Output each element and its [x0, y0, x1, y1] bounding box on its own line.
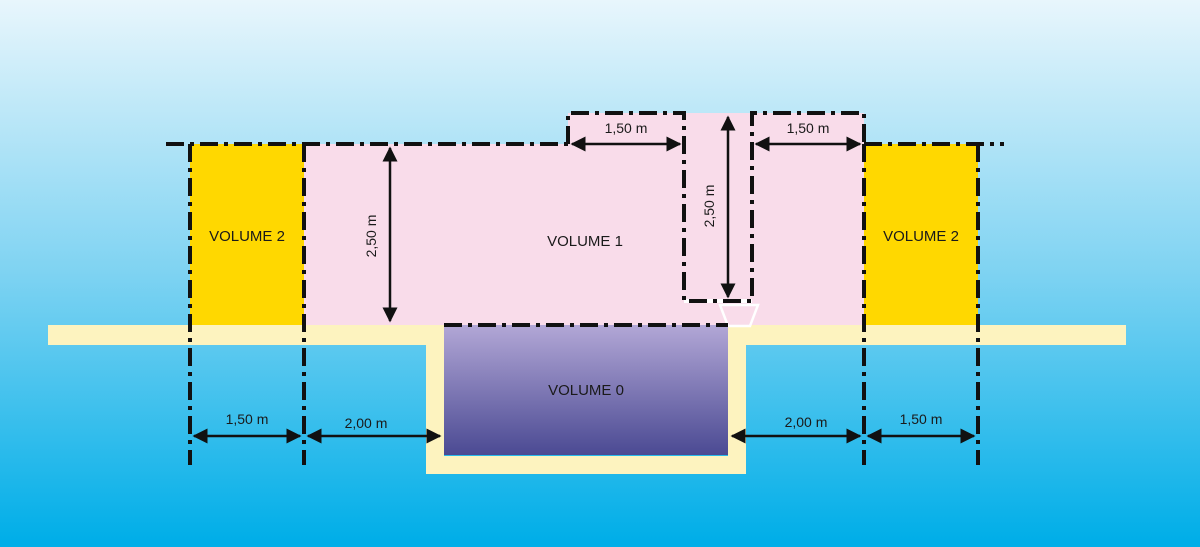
dim-label-height-shower: 2,50 m	[701, 185, 717, 228]
volume-0-zone	[444, 325, 728, 455]
volume-2-left-zone	[190, 144, 304, 325]
volume-0-label: VOLUME 0	[548, 382, 624, 399]
volume-2-right-zone	[864, 144, 978, 325]
zone-boundaries	[166, 111, 1004, 465]
dim-label-bottom-right-volume-2: 1,50 m	[900, 411, 943, 427]
bathtub-recess	[426, 325, 746, 474]
shower-area	[684, 113, 752, 301]
dim-label-height-volume-1: 2,50 m	[363, 215, 379, 258]
dim-label-top-left: 1,50 m	[605, 120, 648, 136]
volume-2-right-label: VOLUME 2	[883, 228, 959, 245]
dim-label-bottom-left-volume-2: 1,50 m	[226, 411, 269, 427]
volume-1-label: VOLUME 1	[547, 233, 623, 250]
dim-label-bottom-right-volume-1: 2,00 m	[785, 414, 828, 430]
shower-drain-icon	[718, 303, 760, 328]
dimension-arrows	[192, 115, 976, 444]
volume-2-left-label: VOLUME 2	[209, 228, 285, 245]
dim-label-top-right: 1,50 m	[787, 120, 830, 136]
dim-label-bottom-left-volume-1: 2,00 m	[345, 415, 388, 431]
